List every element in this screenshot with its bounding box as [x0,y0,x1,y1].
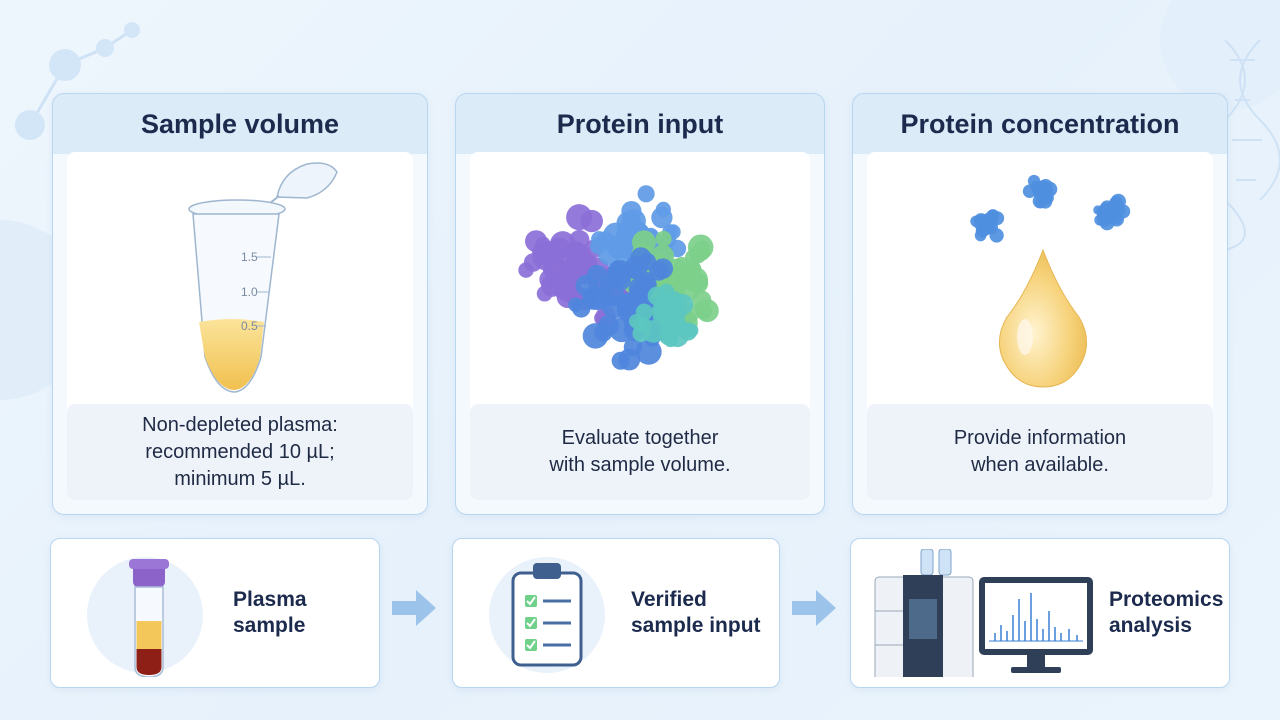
panel-protein-input: Protein input Evaluate together with sam… [455,93,825,515]
tube-mark-label: 1.5 [241,250,258,264]
workflow-step-proteomics-analysis: Proteomics analysis [850,538,1230,688]
tube-mark-label: 0.5 [241,319,258,333]
panel-description: Provide information when available. [867,404,1213,500]
description-line: when available. [971,454,1109,476]
mass-spectrometer-icon [874,549,1093,677]
step-label-line: Proteomics [1109,588,1224,611]
step-label: Verified sample input [631,587,761,639]
droplet-with-proteins-icon [970,174,1131,388]
panel-protein-concentration: Protein concentration Provide informatio… [852,93,1228,515]
panel-title: Protein input [556,109,724,139]
description-line: Non-depleted plasma: [142,413,338,436]
clipboard-checklist-icon [489,557,605,673]
protein-cluster-icon [518,185,719,371]
description-line: Evaluate together [561,427,719,449]
workflow-step-plasma-sample: Plasma sample [50,538,380,688]
tube-mark-label: 1.0 [241,285,258,299]
description-line: with sample volume. [549,454,731,476]
description-line: recommended 10 µL; [145,440,335,463]
panel-title: Sample volume [140,109,340,139]
step-label-line: sample input [631,614,761,637]
panel-content: Evaluate together with sample volume. [470,152,810,500]
panel-description: Evaluate together with sample volume. [470,404,810,500]
step-label: Plasma sample [233,587,307,639]
step-label: Proteomics analysis [1109,587,1223,639]
panel-description: Non-depleted plasma: recommended 10 µL; … [67,404,413,500]
panel-sample-volume: Sample volume 1.5 1.0 0.5 [52,93,428,515]
blood-tube-icon [87,557,203,677]
panel-content: 1.5 1.0 0.5 Non-depleted plasma: recomme… [67,152,413,500]
description-line: Provide information [953,427,1127,449]
microcentrifuge-tube-icon: 1.5 1.0 0.5 [188,162,338,393]
arrow-right-icon [392,590,436,626]
step-label-line: Plasma [233,588,307,611]
step-label-line: Verified [631,588,707,611]
step-label-line: sample [233,614,306,637]
workflow-step-verified-input: Verified sample input [452,538,780,688]
step-label-line: analysis [1109,614,1192,637]
arrow-right-icon [792,590,836,626]
panel-title: Protein concentration [900,109,1180,139]
panel-content: Provide information when available. [867,152,1213,500]
description-line: minimum 5 µL. [174,467,306,490]
